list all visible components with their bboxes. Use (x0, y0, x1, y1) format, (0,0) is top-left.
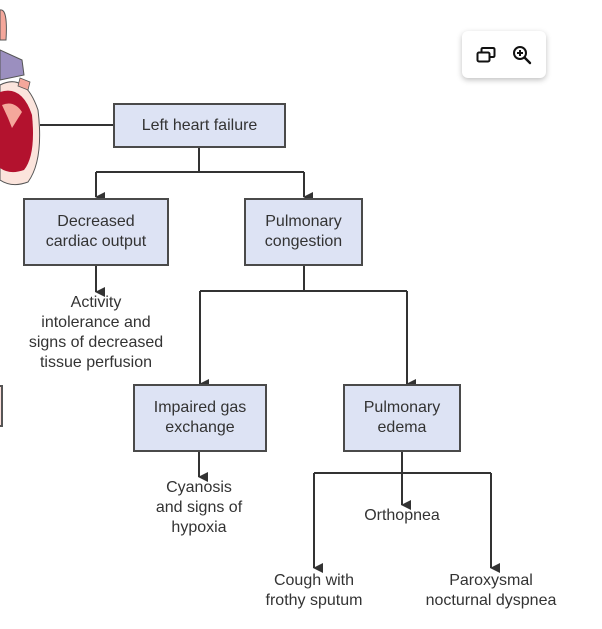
node-label: Left heart failure (141, 116, 258, 134)
outcome-activity-intolerance: Activity intolerance and signs of decrea… (28, 294, 164, 371)
outcome-cough: Cough with frothy sputum (265, 572, 363, 609)
partial-box-left (0, 385, 3, 427)
outcome-pnd: Paroxysmal nocturnal dyspnea (425, 572, 557, 609)
image-toolbar (462, 31, 546, 78)
node-label: Pulmonary edema (363, 399, 441, 436)
heart-illustration (0, 9, 41, 186)
outcome-orthopnea: Orthopnea (364, 507, 440, 524)
outcome-cyanosis: Cyanosis and signs of hypoxia (155, 479, 243, 536)
node-label: Decreased cardiac output (45, 213, 147, 250)
open-window-button[interactable] (475, 44, 497, 66)
node-pulmonary-congestion: Pulmonary congestion (244, 198, 363, 266)
node-pulmonary-edema: Pulmonary edema (343, 384, 461, 452)
zoom-in-icon (513, 45, 532, 64)
node-label: Impaired gas exchange (153, 399, 247, 436)
node-impaired-gas-exchange: Impaired gas exchange (133, 384, 267, 452)
copy-windows-icon (476, 46, 496, 62)
zoom-in-button[interactable] (511, 44, 533, 66)
node-label: Pulmonary congestion (264, 213, 343, 250)
node-decreased-cardiac-output: Decreased cardiac output (23, 198, 169, 266)
node-left-heart-failure: Left heart failure (113, 103, 286, 148)
